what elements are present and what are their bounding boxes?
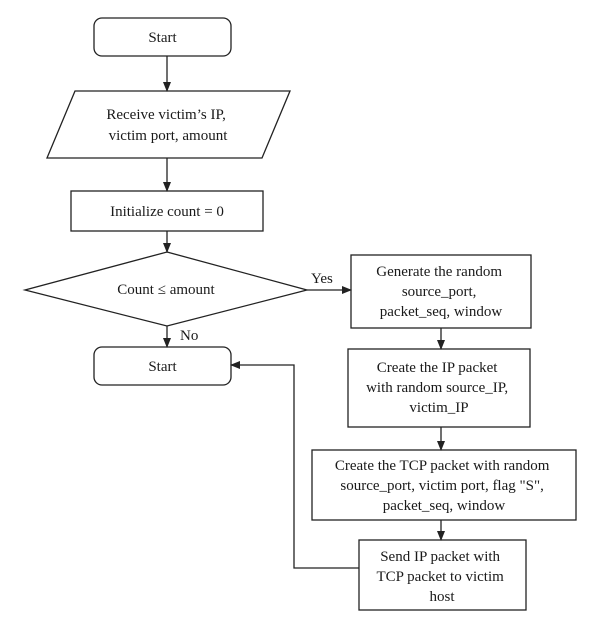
- send-process-shape: [358, 539, 527, 611]
- send-line-2: TCP packet to victim: [376, 569, 504, 585]
- create-ip-line-2: with random source_IP,: [366, 380, 508, 396]
- generate-line-3: packet_seq, window: [380, 304, 503, 320]
- no-edge-label: No: [180, 328, 198, 344]
- generate-line-2: source_port,: [402, 284, 477, 300]
- decision-diamond-label: Count ≤ amount: [117, 282, 215, 298]
- start-terminal-shape: [93, 17, 232, 57]
- yes-edge-label: Yes: [311, 271, 333, 287]
- send-line-3: host: [429, 589, 455, 605]
- input-parallelogram-shape: [46, 90, 291, 159]
- generate-process-label: Generate the random source_port, packet_…: [376, 264, 506, 320]
- create-tcp-line-1: Create the TCP packet with random: [335, 458, 550, 474]
- create-tcp-process-label: Create the TCP packet with random source…: [335, 458, 553, 514]
- create-tcp-line-2: source_port, victim port, flag "S",: [340, 478, 543, 494]
- start-terminal-label: Start: [148, 30, 177, 46]
- input-parallelogram-label: Receive victim’s IP, victim port, amount: [106, 107, 229, 144]
- initialize-process-label: Initialize count = 0: [110, 204, 224, 220]
- send-line-1: Send IP packet with: [380, 549, 500, 565]
- send-process-label: Send IP packet with TCP packet to victim…: [376, 549, 507, 605]
- create-ip-line-3: victim_IP: [409, 400, 468, 416]
- generate-line-1: Generate the random: [376, 264, 502, 280]
- create-tcp-line-3: packet_seq, window: [383, 498, 506, 514]
- generate-process-shape: [350, 254, 532, 329]
- arrow-send-loop-back: [230, 361, 359, 569]
- create-ip-process-label: Create the IP packet with random source_…: [366, 360, 512, 416]
- start-bottom-terminal-label: Start: [148, 359, 177, 375]
- create-ip-line-1: Create the IP packet: [377, 360, 498, 376]
- input-line-2: victim port, amount: [109, 128, 229, 144]
- input-line-1: Receive victim’s IP,: [106, 107, 226, 123]
- create-tcp-process-shape: [311, 449, 577, 521]
